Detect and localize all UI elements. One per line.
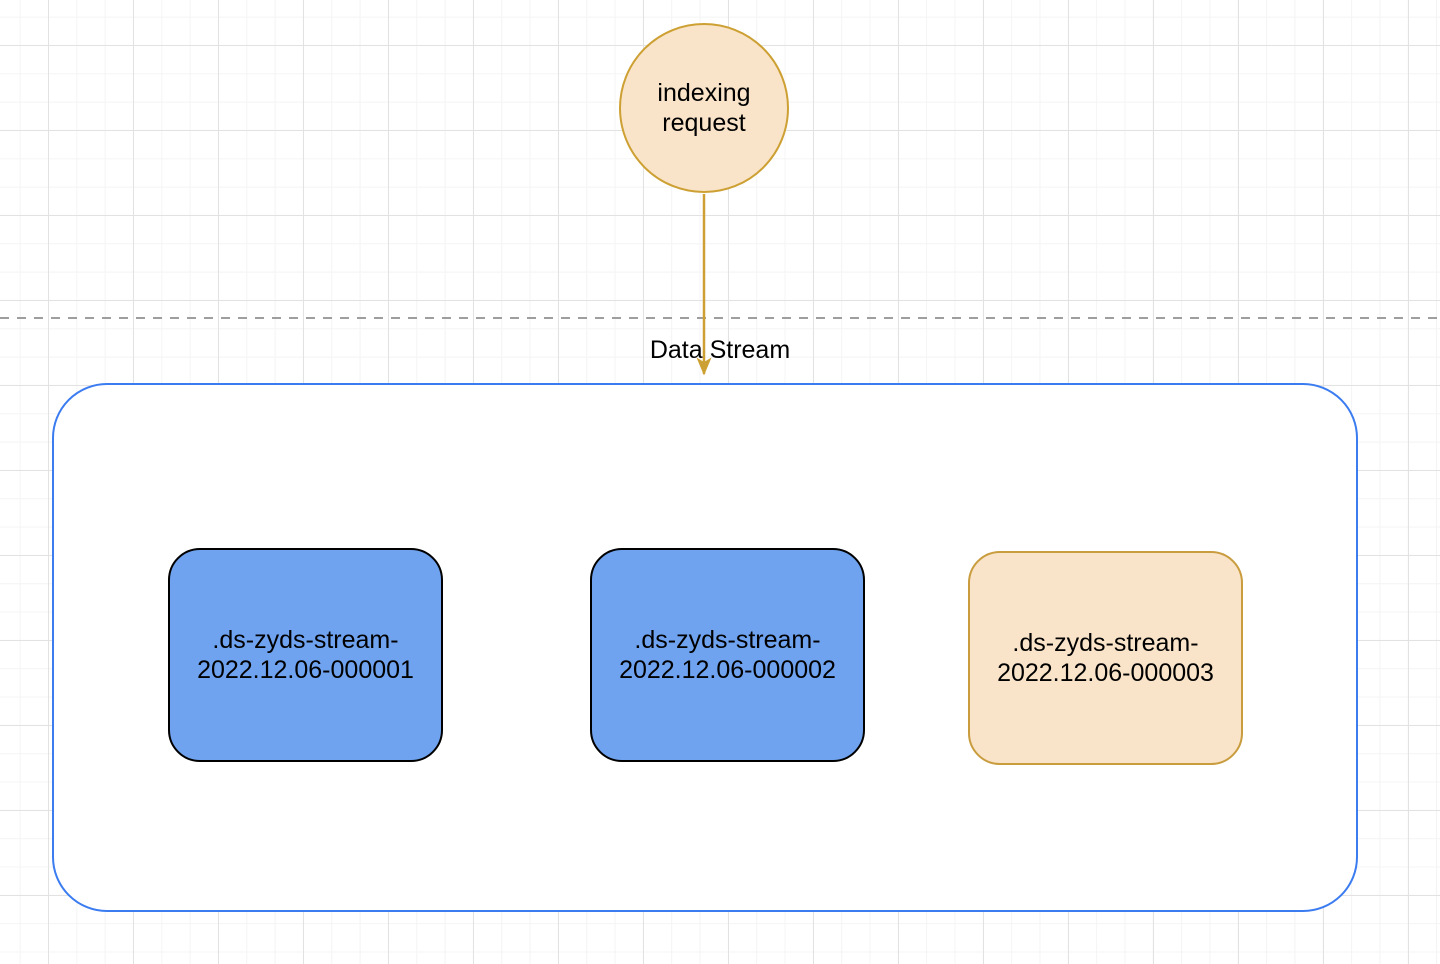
backing-index-3[interactable]: .ds-zyds-stream-2022.12.06-000003 — [968, 551, 1243, 765]
dashed-separator-line — [0, 317, 1440, 319]
backing-index-3-label: .ds-zyds-stream-2022.12.06-000003 — [997, 629, 1214, 687]
indexing-request-label: indexing request — [657, 79, 751, 137]
backing-index-1-label: .ds-zyds-stream-2022.12.06-000001 — [197, 626, 414, 684]
data-stream-container[interactable]: .ds-zyds-stream-2022.12.06-000001 .ds-zy… — [52, 383, 1358, 912]
indexing-request-node[interactable]: indexing request — [619, 23, 789, 193]
backing-index-1[interactable]: .ds-zyds-stream-2022.12.06-000001 — [168, 548, 443, 762]
backing-index-2-label: .ds-zyds-stream-2022.12.06-000002 — [619, 626, 836, 684]
data-stream-caption: Data Stream — [649, 336, 791, 364]
backing-index-2[interactable]: .ds-zyds-stream-2022.12.06-000002 — [590, 548, 865, 762]
